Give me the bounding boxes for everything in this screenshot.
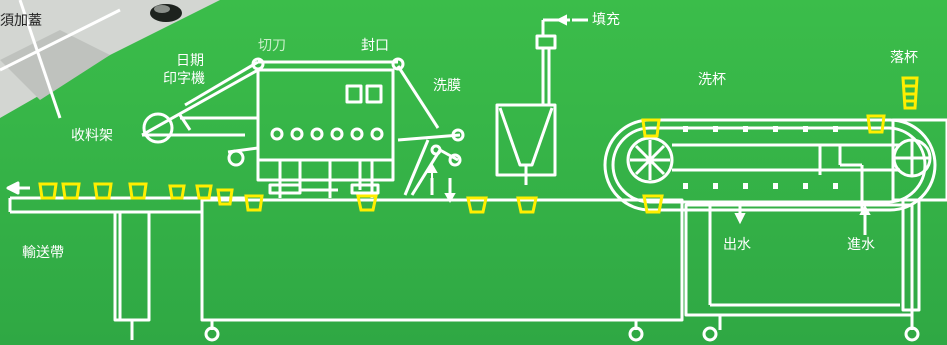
label-film-wash: 洗膜: [433, 78, 461, 94]
collection-rack: [141, 68, 259, 167]
film-wash-unit: [397, 128, 465, 196]
label-sealing: 封口: [361, 38, 389, 54]
filling-hopper: [495, 18, 588, 185]
cups: [38, 76, 919, 214]
film-path: [184, 57, 440, 129]
label-conveyor: 輸送帶: [22, 245, 64, 261]
sealing-machine: [256, 68, 395, 198]
corner-photo: [0, 0, 220, 119]
rack-pillar: [113, 210, 151, 340]
label-cup-wash: 洗杯: [698, 72, 726, 88]
label-cup-drop: 落杯: [890, 50, 918, 66]
main-table: [200, 198, 684, 342]
label-rack: 收料架: [71, 128, 113, 144]
cup-drop-unit: [891, 118, 947, 312]
spray-nozzles: [683, 126, 838, 189]
label-filling: 填充: [592, 12, 620, 28]
label-water-out: 出水: [723, 237, 751, 253]
label-cap-sealing: 須加蓋: [0, 13, 42, 29]
label-date-printer-line1: 日期: [176, 53, 204, 69]
label-water-in: 進水: [847, 237, 875, 253]
label-cutter: 切刀: [258, 38, 286, 54]
cup-wash-unit: [603, 118, 937, 342]
label-date-printer-line2: 印字機: [163, 71, 205, 87]
